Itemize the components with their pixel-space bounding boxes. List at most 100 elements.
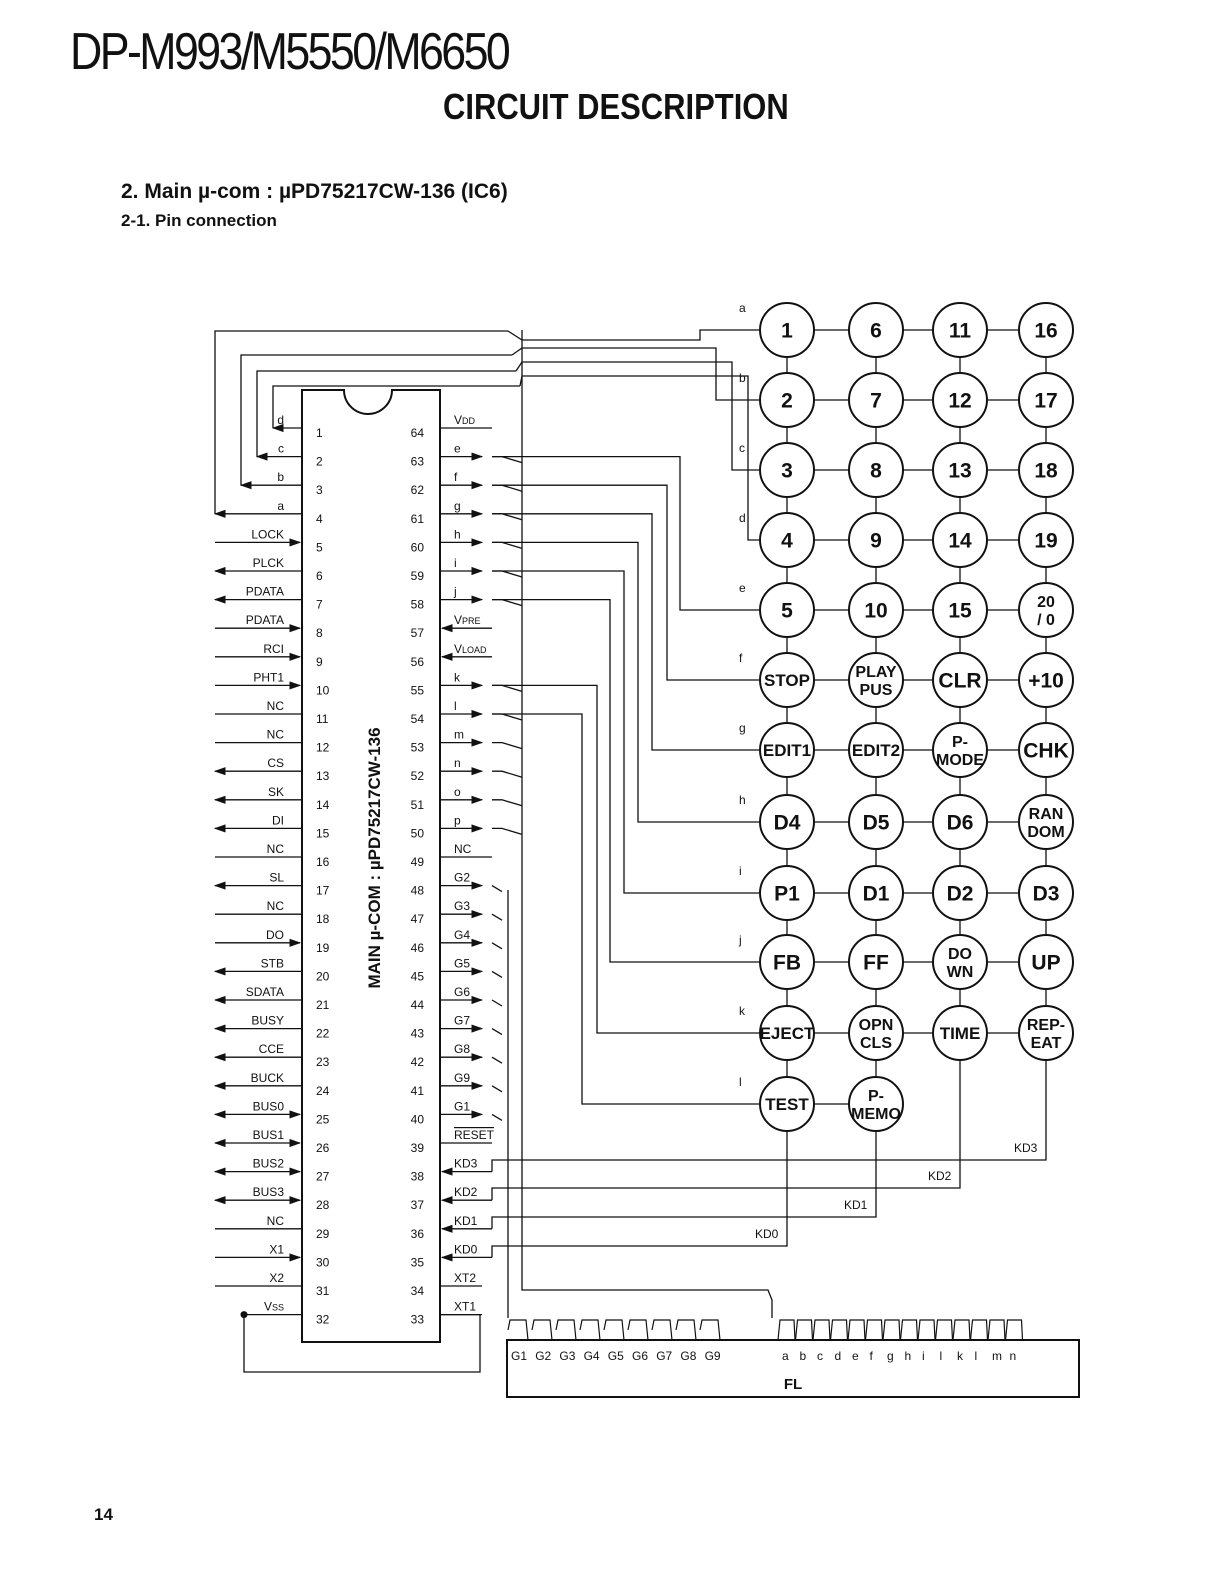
pin-number: 23	[316, 1055, 330, 1069]
key-label: 9	[870, 530, 882, 553]
pin-label: G8	[454, 1042, 470, 1056]
key-circle	[1018, 794, 1074, 850]
fl-grid-label: G5	[608, 1349, 624, 1363]
fl-segment-label: f	[870, 1349, 874, 1363]
pin-label: KD3	[454, 1157, 478, 1171]
pin-label: NC	[267, 699, 285, 713]
model-number: DP-M993/M5550/M6650	[70, 23, 511, 81]
pin-number: 54	[411, 712, 425, 726]
key-label: 7	[870, 390, 882, 413]
key-label: P-MODE	[936, 734, 984, 769]
pin-label: NC	[454, 842, 472, 856]
row-wire	[492, 713, 760, 1105]
key-label: 5	[781, 600, 793, 623]
pin-number: 49	[411, 855, 425, 869]
kd-wire	[491, 1060, 961, 1201]
pin-label: d	[277, 413, 284, 427]
fl-segment-label: a	[782, 1349, 789, 1363]
fl-grid-label: G2	[535, 1349, 551, 1363]
row-label: b	[739, 371, 746, 385]
pin-label: KD2	[454, 1185, 478, 1199]
segment-bus	[521, 330, 773, 1318]
pin-label: RCI	[263, 642, 284, 656]
row-wire	[240, 354, 512, 486]
key-label: 1	[781, 320, 793, 343]
key-label: P1	[774, 883, 800, 906]
key-label: 12	[948, 390, 971, 413]
pin-number: 10	[316, 683, 330, 697]
key-label: 13	[948, 460, 971, 483]
pin-number: 16	[316, 855, 330, 869]
pin-label: KD0	[454, 1242, 478, 1256]
pin-number: 11	[316, 712, 329, 726]
pin-label: BUS2	[253, 1157, 285, 1171]
fl-seg-lead	[864, 1319, 884, 1341]
key-circle	[759, 865, 815, 921]
pin-label: g	[454, 499, 461, 513]
pin-number: 31	[316, 1284, 330, 1298]
fl-segment-label: k	[957, 1349, 964, 1363]
key-label: P-MEMO	[851, 1088, 901, 1123]
pin-label: m	[454, 728, 464, 742]
pin-label: G4	[454, 928, 470, 942]
key-circle	[848, 442, 904, 498]
fl-seg-lead	[969, 1319, 989, 1341]
pin-label: n	[454, 756, 461, 770]
pin-number: 34	[411, 1284, 425, 1298]
pin-number: 57	[411, 626, 425, 640]
pin-label: DO	[266, 928, 284, 942]
row-wire	[492, 684, 760, 1034]
grid-wire	[491, 913, 503, 921]
key-circle	[759, 442, 815, 498]
row-wire	[272, 385, 520, 428]
key-label: REP-EAT	[1027, 1017, 1065, 1052]
key-circle	[848, 934, 904, 990]
key-circle	[1018, 934, 1074, 990]
pin-label: BUCK	[251, 1071, 284, 1085]
pin-number: 4	[316, 512, 323, 526]
row-wire	[507, 329, 760, 341]
fl-grid-label: G4	[584, 1349, 600, 1363]
row-wire	[519, 375, 760, 541]
pin-number: 19	[316, 941, 330, 955]
fl-segment-label: m	[992, 1349, 1002, 1363]
key-circle	[1018, 442, 1074, 498]
key-circle	[759, 302, 815, 358]
pin-number: 8	[316, 626, 323, 640]
row-label: k	[739, 1004, 746, 1018]
pin-label: RESET	[454, 1128, 495, 1142]
key-circle	[848, 582, 904, 638]
segment-wire	[492, 741, 523, 750]
pin-number: 63	[411, 455, 425, 469]
key-label: 17	[1034, 390, 1057, 413]
key-circle	[759, 934, 815, 990]
key-circle	[1018, 582, 1074, 638]
key-circle	[932, 372, 988, 428]
microcontroller-chip: MAIN µ-COM : µPD75217CW-136	[301, 389, 441, 1343]
key-label: FF	[863, 952, 889, 975]
pin-number: 44	[411, 998, 425, 1012]
pin-number: 39	[411, 1141, 425, 1155]
pin-number: 18	[316, 912, 330, 926]
key-label: UP	[1031, 952, 1060, 975]
pin-number: 32	[316, 1313, 330, 1327]
row-label: l	[739, 1075, 742, 1089]
key-circle	[759, 1005, 815, 1061]
fl-segment-label: h	[905, 1349, 912, 1363]
pin-number: 26	[316, 1141, 330, 1155]
segment-wire	[492, 684, 523, 693]
pin-label: o	[454, 785, 461, 799]
pin-number: 61	[411, 512, 425, 526]
row-wire	[492, 541, 760, 823]
segment-wire	[492, 484, 523, 492]
pin-number: 37	[411, 1198, 425, 1212]
fl-grid-label: G3	[559, 1349, 575, 1363]
key-circle	[759, 794, 815, 850]
pin-number: 55	[411, 683, 425, 697]
key-label: 16	[1034, 320, 1057, 343]
fl-display-box	[506, 1339, 1080, 1398]
pin-label: XT1	[454, 1300, 476, 1314]
key-label: 6	[870, 320, 882, 343]
key-circle	[759, 652, 815, 708]
